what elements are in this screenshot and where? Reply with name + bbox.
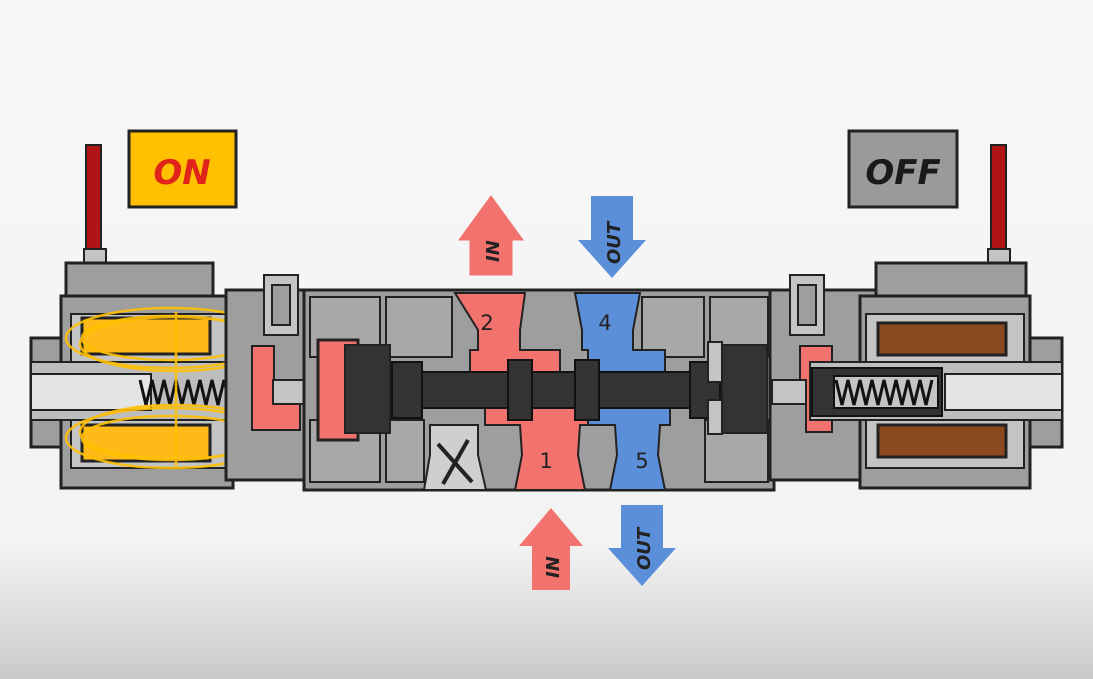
status-on-label: ON (127, 129, 238, 209)
arrow-bottom-in-label: IN (543, 556, 564, 578)
right-spring (834, 379, 934, 406)
left-solenoid-pin (85, 144, 102, 253)
right-piston (721, 344, 768, 434)
left-pilot-section (224, 274, 308, 482)
status-on-text: ON (153, 153, 210, 193)
left-piston (344, 344, 391, 434)
left-coil-bottom (80, 423, 212, 463)
port-4-label: 4 (598, 311, 611, 335)
valve-body: 2 4 1 5 (302, 288, 776, 492)
right-solenoid-pin (990, 144, 1007, 253)
arrow-top-out-label: OUT (604, 220, 625, 264)
arrow-top-in: IN (458, 195, 524, 276)
port-2-label: 2 (480, 311, 493, 335)
arrow-bottom-in: IN (519, 508, 583, 590)
arrow-bottom-out: OUT (608, 505, 676, 586)
port-3-blocked (422, 424, 488, 491)
port-5-channel (587, 406, 671, 491)
port-5-label: 5 (635, 449, 648, 473)
right-coil-top (876, 321, 1008, 357)
arrow-top-in-label: IN (483, 240, 504, 262)
right-coil-bottom (876, 423, 1008, 459)
right-solenoid (809, 144, 1064, 490)
arrow-bottom-out-label: OUT (634, 526, 655, 570)
left-solenoid (29, 144, 276, 490)
status-off-text: OFF (865, 153, 940, 193)
port-1-label: 1 (539, 449, 552, 473)
status-off-label: OFF (847, 129, 959, 209)
arrow-top-out: OUT (578, 196, 646, 278)
